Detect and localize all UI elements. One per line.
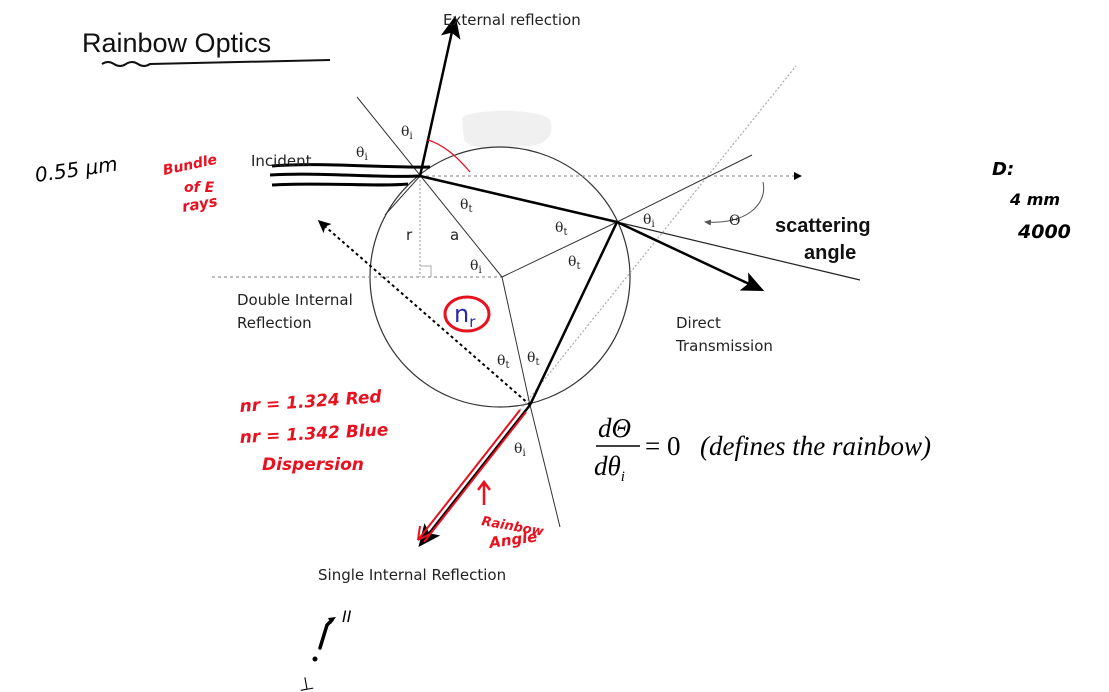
svg-text:(defines the rainbow): (defines the rainbow) xyxy=(700,431,931,461)
svg-text:θt: θt xyxy=(460,197,472,215)
diameter-note-line3: 4000 xyxy=(1017,221,1071,243)
right-angle-marker xyxy=(420,265,432,277)
wavelength-note: 0.55 μm xyxy=(33,152,119,187)
theta-t-label-right-lower: θt xyxy=(568,254,580,272)
direct-transmission-label-line1: Direct xyxy=(676,314,721,332)
red-highlight-1 xyxy=(417,409,521,541)
theta-i-label-incident: θi xyxy=(356,145,368,163)
radius-bottom xyxy=(501,276,531,406)
tangent-stub xyxy=(384,175,421,216)
svg-text:θt: θt xyxy=(527,350,539,368)
big-theta-label: Θ xyxy=(729,213,740,229)
svg-text:θt: θt xyxy=(497,353,509,371)
polarization-sketch: II ⊥ xyxy=(297,607,352,692)
svg-text:θi: θi xyxy=(356,145,368,163)
rainbow-condition-equation: dΘ dθi = 0 (defines the rainbow) xyxy=(594,413,931,485)
theta-i-label-top: θi xyxy=(401,124,413,142)
external-reflection-ray xyxy=(418,15,461,177)
theta-t-label-bottom-left: θt xyxy=(497,353,509,371)
normal-line-entry xyxy=(356,96,503,278)
radius-right xyxy=(501,221,618,278)
incident-label: Incident xyxy=(251,152,312,170)
rainbow-angle-pointer xyxy=(477,479,491,505)
r-label: r xyxy=(406,226,413,244)
refractive-index-red-note: nr = 1.324 Red xyxy=(239,387,383,417)
svg-text:⊥: ⊥ xyxy=(297,673,316,692)
theta-t-label-right-upper: θt xyxy=(555,220,567,238)
incident-ray-2 xyxy=(269,172,421,178)
red-highlight-2 xyxy=(423,411,527,543)
scattering-label-line2: angle xyxy=(804,242,856,264)
bundle-note-line2: of E xyxy=(184,180,215,196)
diameter-note-line1: D: xyxy=(992,159,1014,180)
svg-text:nr: nr xyxy=(454,300,476,331)
bundle-note-line1: Bundle xyxy=(162,152,219,179)
bundle-note-line3: rays xyxy=(181,192,219,216)
a-label: a xyxy=(450,226,459,244)
svg-text:II: II xyxy=(342,607,352,626)
theta-i-label-center: θi xyxy=(470,258,482,276)
refractive-index-blue-note: nr = 1.342 Blue xyxy=(239,420,389,448)
svg-text:dθi: dθi xyxy=(594,451,625,485)
theta-i-label-right: θi xyxy=(643,212,655,230)
svg-text:θi: θi xyxy=(514,441,526,459)
transmission-reference-line xyxy=(616,221,861,281)
normal-line-right xyxy=(616,154,753,223)
svg-text:dΘ: dΘ xyxy=(598,413,631,443)
svg-text:= 0: = 0 xyxy=(645,431,680,461)
direct-transmission-ray xyxy=(616,220,765,292)
single-internal-reflection-ray xyxy=(418,404,531,547)
double-internal-reflection-ray xyxy=(317,220,531,406)
internally-reflected-ray xyxy=(528,221,619,406)
single-internal-reflection-label: Single Internal Reflection xyxy=(318,566,506,584)
incident-ray-1 xyxy=(271,163,431,169)
normal-line-bottom xyxy=(529,404,561,528)
title-underline xyxy=(101,59,331,67)
scattering-angle-arc xyxy=(704,181,765,226)
svg-text:θi: θi xyxy=(643,212,655,230)
scattering-label-line1: scattering xyxy=(775,215,871,237)
red-angle-arc xyxy=(427,139,471,173)
red-arrow-head xyxy=(417,525,431,541)
erased-smudge xyxy=(462,110,552,148)
theta-i-label-bottom: θi xyxy=(514,441,526,459)
external-reflection-label: External reflection xyxy=(443,11,581,29)
theta-t-label-bottom-right: θt xyxy=(527,350,539,368)
dotted-diagonal-line xyxy=(519,65,797,411)
svg-text:θt: θt xyxy=(555,220,567,238)
incident-ray-3 xyxy=(271,182,409,187)
direct-transmission-label-line2: Transmission xyxy=(675,337,773,355)
refracted-ray xyxy=(419,174,618,224)
double-internal-label-line1: Double Internal xyxy=(237,291,353,309)
diameter-note-line2: 4 mm xyxy=(1009,190,1060,209)
svg-text:θi: θi xyxy=(401,124,413,142)
double-internal-label-line2: Reflection xyxy=(237,314,312,332)
refractive-index-symbol: nr xyxy=(443,295,491,333)
svg-text:θi: θi xyxy=(470,258,482,276)
svg-text:θt: θt xyxy=(568,254,580,272)
theta-t-label-entry: θt xyxy=(460,197,472,215)
dispersion-note: Dispersion xyxy=(262,455,364,475)
page-title: Rainbow Optics xyxy=(82,28,271,58)
